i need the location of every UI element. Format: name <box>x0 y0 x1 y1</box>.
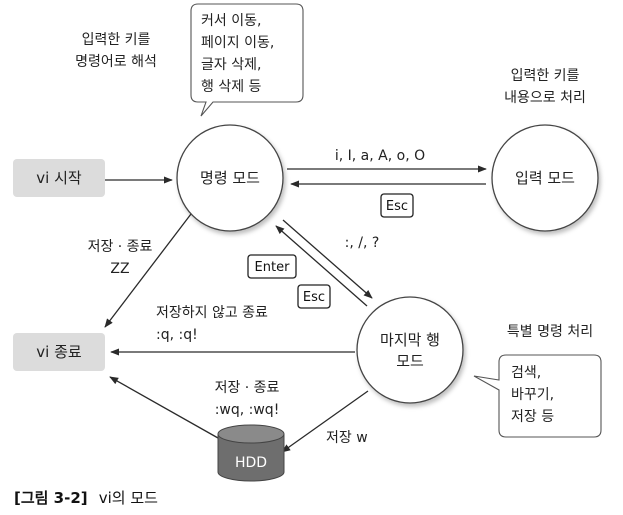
vi-start-box <box>13 159 105 197</box>
command-callout-bubble <box>190 3 304 117</box>
save-quit-label-2: ZZ <box>110 261 129 277</box>
special-command-note: 특별 명령 처리 <box>507 324 593 340</box>
input-process-note-2: 내용으로 처리 <box>504 90 586 106</box>
last-line-mode-node <box>356 296 464 404</box>
save-quit-label-1: 저장 · 종료 <box>88 239 153 255</box>
esc-key-mid: Esc <box>297 284 331 309</box>
enter-key-label: Enter <box>255 260 291 275</box>
command-callout-line-2: 페이지 이동, <box>201 35 274 51</box>
edge-hdd-to-end <box>109 376 219 439</box>
quit-nosave-label-2: :q, :q! <box>156 327 198 343</box>
last-line-mode-label-2: 모드 <box>396 352 424 370</box>
input-process-note-1: 입력한 키를 <box>511 68 580 84</box>
figure-caption-number: [그림 3-2] <box>14 489 88 507</box>
input-mode-label: 입력 모드 <box>515 169 575 187</box>
edge-lastline-to-command <box>275 225 368 307</box>
special-callout-line-3: 저장 등 <box>511 409 554 425</box>
command-mode-node <box>176 124 284 232</box>
enter-key: Enter <box>247 254 297 279</box>
special-callout-line-2: 바꾸기, <box>511 387 554 403</box>
save-quit-wq-label-1: 저장 · 종료 <box>215 380 280 396</box>
command-mode-label: 명령 모드 <box>200 169 260 187</box>
quit-nosave-label-1: 저장하지 않고 종료 <box>156 305 268 321</box>
vi-start-label: vi 시작 <box>36 169 82 187</box>
vi-end-label: vi 종료 <box>36 343 82 361</box>
figure-caption-text: vi의 모드 <box>99 489 158 507</box>
hdd-label: HDD <box>235 455 267 471</box>
insert-keys-label: i, I, a, A, o, O <box>335 148 425 164</box>
esc-key-top: Esc <box>380 193 414 218</box>
command-interpret-note-1: 입력한 키를 <box>82 32 151 48</box>
command-callout-line-4: 행 삭제 등 <box>201 79 262 95</box>
edge-command-to-lastline <box>282 219 373 299</box>
command-interpret-note-2: 명령어로 해석 <box>75 54 157 70</box>
edge-lastline-to-hdd <box>281 390 369 453</box>
esc-key-top-label: Esc <box>386 199 408 214</box>
figure-caption: [그림 3-2] vi의 모드 <box>14 488 158 507</box>
command-callout-line-3: 글자 삭제, <box>201 57 261 73</box>
input-mode-node <box>491 124 599 232</box>
colon-keys-label: :, /, ? <box>345 235 380 251</box>
save-w-label: 저장 w <box>326 430 368 446</box>
hdd-cylinder <box>217 424 285 482</box>
vi-end-box <box>13 333 105 371</box>
command-callout-line-1: 커서 이동, <box>201 13 261 29</box>
special-callout-line-1: 검색, <box>511 365 541 381</box>
last-line-mode-label-1: 마지막 행 <box>380 331 440 349</box>
esc-key-mid-label: Esc <box>303 290 325 305</box>
special-callout-bubble <box>473 354 602 438</box>
edge-command-to-end <box>104 213 192 328</box>
save-quit-wq-label-2: :wq, :wq! <box>215 402 280 418</box>
